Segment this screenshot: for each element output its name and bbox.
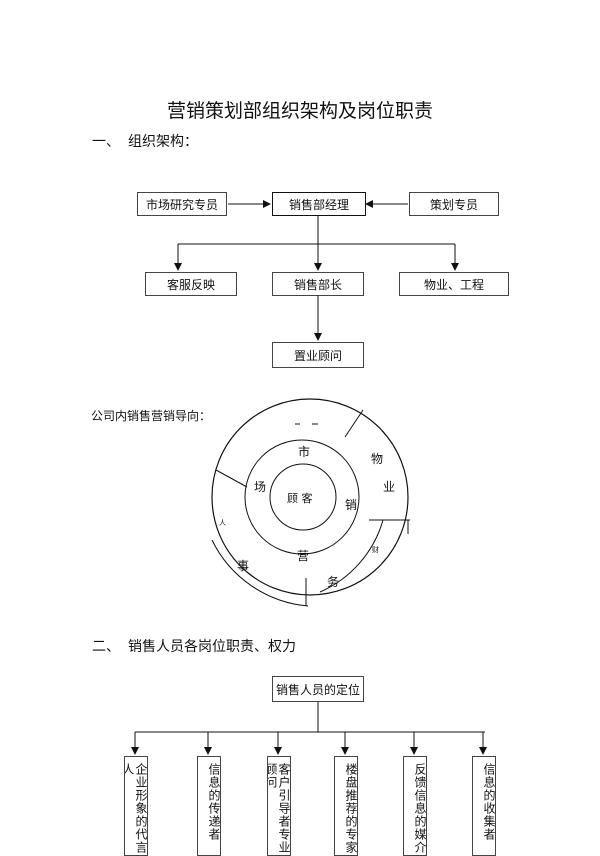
position-column-customer-guide: 客户引导者专业顾问	[267, 756, 291, 856]
position-column-spokesperson: 企业形象的代言人	[124, 756, 148, 856]
section-2-number: 二、	[92, 639, 120, 655]
center-customer-label: 顾 客	[287, 492, 313, 505]
outer-ring-right-small-label: 财	[372, 546, 379, 554]
section-1-number: 一、	[92, 134, 120, 150]
sales-positioning-box: 销售人员的定位	[272, 676, 364, 702]
document-title: 营销策划部组织架构及岗位职责	[166, 100, 433, 122]
sales-head-box: 销售部长	[272, 272, 364, 296]
position-column-info-collector: 信息的收集者	[472, 756, 496, 856]
customer-feedback-box: 客服反映	[145, 272, 237, 296]
outer-ring-right-top-label: 物	[371, 452, 384, 466]
outer-ring-left-small-label: 人	[219, 519, 226, 527]
sales-manager-box: 销售部经理	[272, 192, 366, 216]
inner-ring-right-label: 销	[345, 498, 358, 512]
market-research-box: 市场研究专员	[137, 192, 227, 216]
position-column-feedback-medium: 反馈信息的媒介	[403, 756, 427, 856]
inner-ring-circle	[244, 439, 360, 555]
inner-ring-bottom-label: 营	[297, 549, 310, 563]
section-1-heading: 组织架构：	[128, 134, 198, 150]
position-column-property-expert: 楼盘推荐的专家	[334, 756, 358, 856]
outer-ring-bottom-label: 务	[327, 575, 340, 589]
outer-ring-right-mid-label: 业	[383, 480, 396, 494]
sales-orientation-label: 公司内销售营销导向：	[91, 409, 212, 423]
inner-ring-top-label: 市	[298, 445, 311, 459]
section-2-heading: 销售人员各岗位职责、权力	[128, 639, 296, 655]
inner-ring-left-label: 场	[254, 480, 267, 494]
outer-ring-left-bottom-label: 事	[237, 559, 250, 573]
outer-ring-circle	[211, 398, 409, 596]
planning-specialist-box: 策划专员	[409, 192, 499, 216]
sales-consultant-box: 置业顾问	[272, 342, 364, 368]
property-engineering-box: 物业、工程	[399, 272, 509, 296]
position-column-info-transmitter: 信息的传递者	[197, 756, 221, 856]
center-circle	[269, 463, 337, 531]
